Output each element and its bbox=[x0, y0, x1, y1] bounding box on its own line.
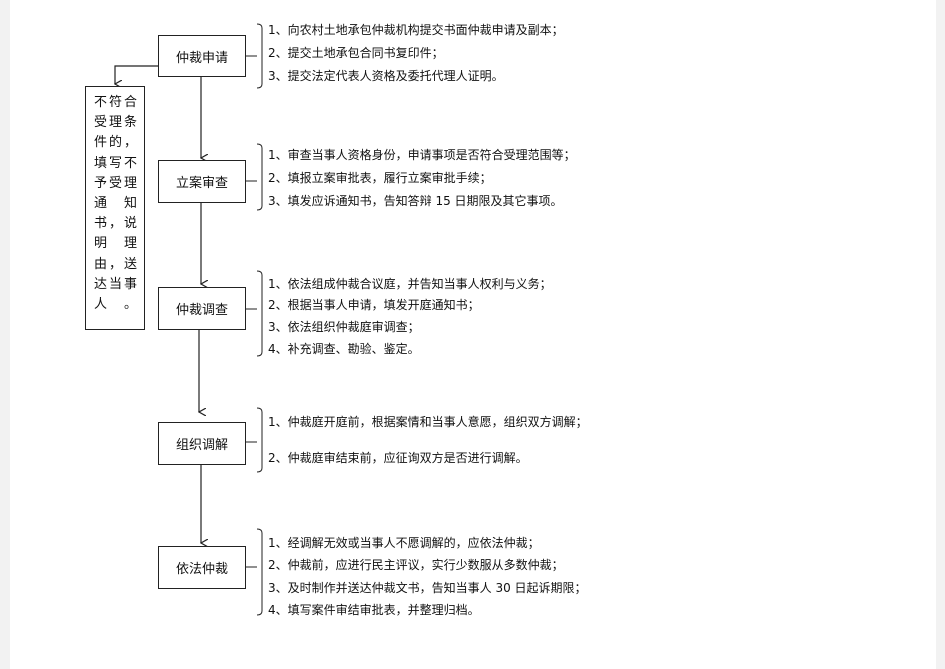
step-item: 3、及时制作并送达仲裁文书，告知当事人 30 日起诉期限； bbox=[268, 581, 587, 595]
reject-line: 通 知 bbox=[94, 196, 138, 212]
stage-label: 组织调解 bbox=[175, 438, 228, 453]
stage-box-review: 立案审查 bbox=[158, 160, 246, 203]
stage-box-mediate: 组织调解 bbox=[158, 422, 246, 465]
step-item: 2、根据当事人申请，填发开庭通知书； bbox=[268, 298, 480, 312]
stage-box-apply: 仲裁申请 bbox=[158, 35, 246, 77]
step-item: 1、经调解无效或当事人不愿调解的，应依法仲裁； bbox=[268, 536, 540, 550]
reject-line: 由，送 bbox=[94, 256, 138, 272]
reject-line: 填写不 bbox=[94, 155, 138, 171]
reject-line: 明 理 bbox=[94, 236, 138, 252]
brace-1 bbox=[246, 23, 263, 89]
step-item: 1、向农村土地承包仲裁机构提交书面仲裁申请及副本； bbox=[268, 23, 564, 37]
brace-5 bbox=[246, 528, 263, 616]
arrow-to-reject-box bbox=[115, 65, 159, 84]
reject-line: 达当事 bbox=[94, 276, 138, 292]
reject-line: 书，说 bbox=[94, 216, 138, 232]
stage-label: 仲裁申请 bbox=[175, 50, 228, 66]
step-item: 4、补充调查、勘验、鉴定。 bbox=[268, 342, 420, 356]
stage-box-investigate: 仲裁调查 bbox=[158, 287, 246, 330]
reject-notice-box: 不符合 受理条 件的， 填写不 予受理 通 知 书，说 明 理 由，送 达当事 … bbox=[85, 86, 145, 330]
step-item: 1、仲裁庭开庭前，根据案情和当事人意愿，组织双方调解； bbox=[268, 415, 588, 429]
brace-2 bbox=[246, 143, 263, 211]
brace-4 bbox=[246, 407, 263, 473]
stage-label: 立案审查 bbox=[175, 176, 228, 191]
reject-line: 件的， bbox=[94, 135, 138, 151]
step-item: 1、依法组成仲裁合议庭，并告知当事人权利与义务； bbox=[268, 277, 552, 291]
stage-box-arbitrate: 依法仲裁 bbox=[158, 546, 246, 589]
brace-3 bbox=[246, 270, 263, 357]
step-item: 2、仲裁庭审结束前，应征询双方是否进行调解。 bbox=[268, 451, 528, 465]
step-item: 4、填写案件审结审批表，并整理归档。 bbox=[268, 603, 480, 617]
step-item: 1、审查当事人资格身份，申请事项是否符合受理范围等； bbox=[268, 148, 576, 162]
reject-line: 予受理 bbox=[94, 175, 138, 191]
step-item: 3、依法组织仲裁庭审调查； bbox=[268, 320, 420, 334]
step-item: 2、仲裁前，应进行民主评议，实行少数服从多数仲裁； bbox=[268, 558, 564, 572]
reject-line: 受理条 bbox=[94, 115, 138, 131]
reject-line: 人。 bbox=[94, 297, 138, 313]
step-item: 2、填报立案审批表，履行立案审批手续； bbox=[268, 171, 492, 185]
reject-line: 不符合 bbox=[94, 95, 138, 110]
stage-label: 依法仲裁 bbox=[175, 562, 228, 577]
stage-label: 仲裁调查 bbox=[175, 303, 228, 318]
step-item: 2、提交土地承包合同书复印件； bbox=[268, 46, 444, 60]
step-item: 3、提交法定代表人资格及委托代理人证明。 bbox=[268, 69, 504, 83]
step-item: 3、填发应诉通知书，告知答辩 15 日期限及其它事项。 bbox=[268, 194, 563, 208]
